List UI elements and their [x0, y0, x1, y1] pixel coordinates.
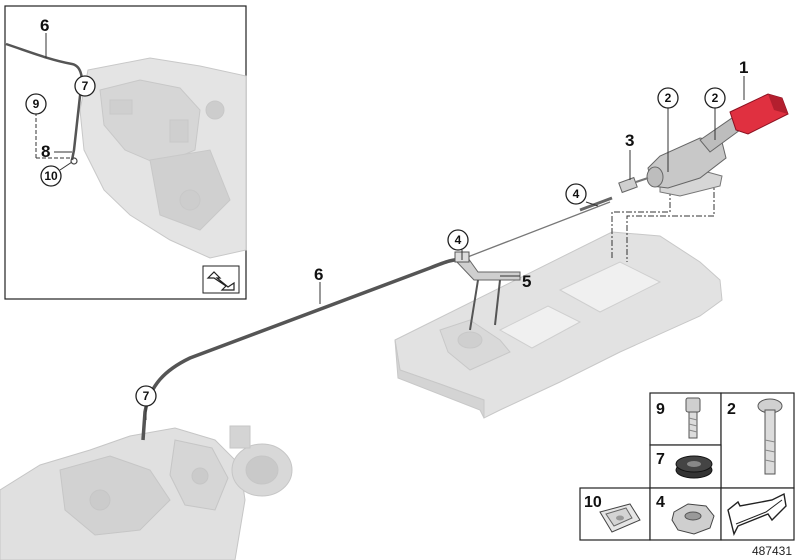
table-label-2: 2: [727, 401, 736, 418]
callout-2a: 2: [657, 87, 679, 109]
inner-cable: [464, 201, 611, 259]
parts-table: 9 2 7 10 4: [579, 392, 795, 541]
callout-4b: 4: [447, 229, 469, 251]
table-label-9: 9: [656, 401, 665, 418]
svg-text:4: 4: [573, 187, 580, 201]
svg-text:4: 4: [455, 233, 462, 247]
inset-label-8: 8: [41, 142, 50, 161]
svg-text:7: 7: [143, 389, 150, 403]
lever-assembly: [611, 93, 789, 262]
base-plate: [394, 231, 723, 419]
reference-arrow-icon: [727, 492, 787, 537]
inset-callout-7: 7: [74, 75, 96, 97]
svg-text:2: 2: [665, 91, 672, 105]
table-label-7: 7: [656, 451, 665, 468]
screw-9-icon: [685, 397, 701, 439]
label-5: 5: [522, 272, 531, 291]
label-3: 3: [625, 131, 634, 150]
table-label-10: 10: [584, 494, 602, 511]
bolt-2-icon: [757, 398, 783, 475]
label-1: 1: [739, 58, 748, 77]
svg-text:7: 7: [82, 79, 89, 93]
leader-lines: [145, 76, 745, 420]
inset-arrow-icon: [202, 265, 240, 294]
inset-gearbox: [79, 57, 247, 259]
inset-view: 6 7 9 8 10: [4, 5, 247, 300]
svg-text:9: 9: [33, 97, 40, 111]
inset-callout-10: 10: [40, 165, 62, 187]
callout-2b: 2: [704, 87, 726, 109]
label-6: 6: [314, 265, 323, 284]
nut-4-icon: [671, 503, 715, 535]
table-label-4: 4: [656, 494, 665, 511]
svg-text:10: 10: [44, 169, 58, 183]
clip-10-icon: [599, 503, 641, 533]
inset-callout-9: 9: [25, 93, 47, 115]
transmission: [0, 425, 293, 560]
inset-label-6: 6: [40, 16, 49, 35]
drawing-number: 487431: [751, 544, 792, 558]
svg-text:2: 2: [712, 91, 719, 105]
callout-7: 7: [135, 385, 157, 407]
grommet-7-icon: [675, 455, 713, 479]
callout-4a: 4: [565, 183, 587, 205]
